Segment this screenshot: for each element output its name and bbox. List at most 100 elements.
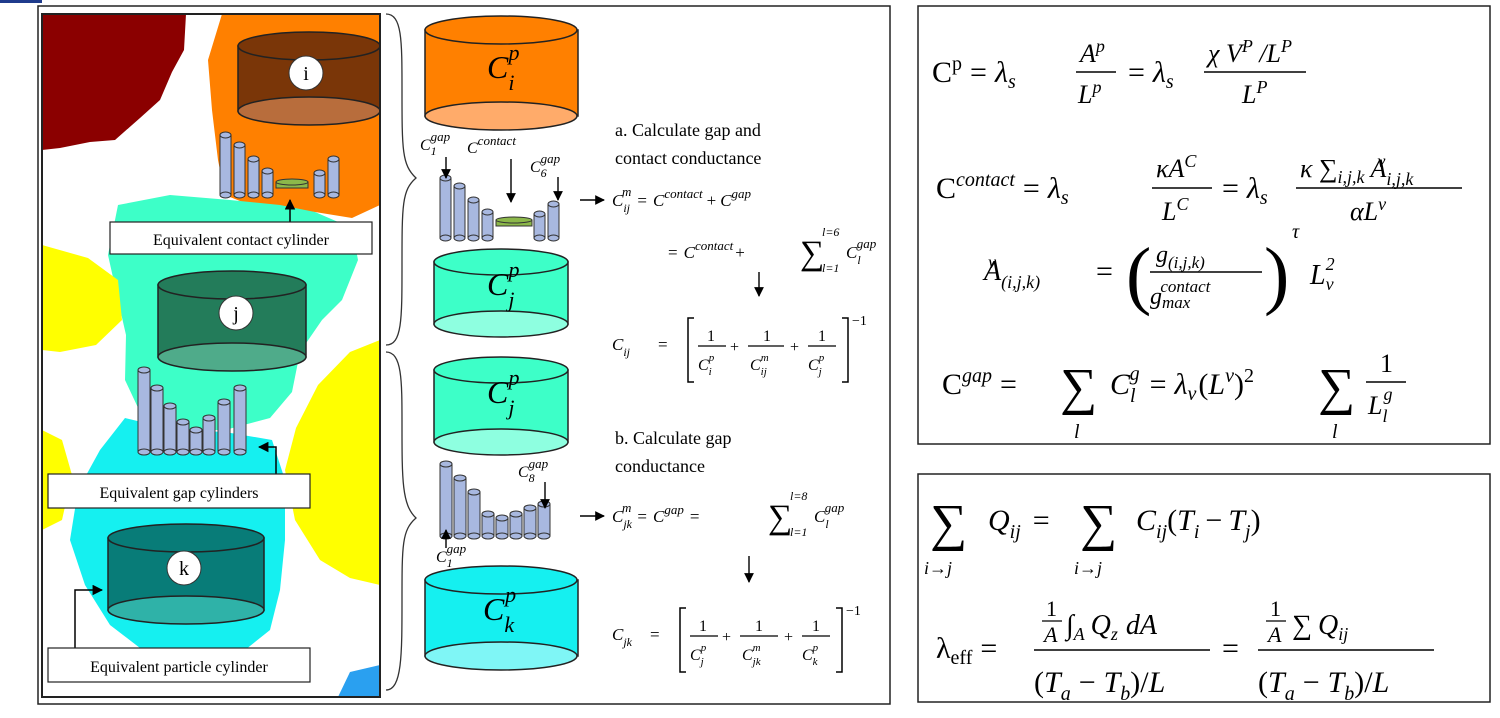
mid-gap-cyl-ij-6 [547,200,560,242]
svg-text:∑: ∑ [800,235,824,272]
svg-text:Cjp: Cjp [690,642,707,668]
particle-label-i: i [303,63,309,85]
right-top-box [917,5,1491,445]
svg-text:A(i,j,k)v: A(i,j,k)v [982,252,1040,293]
svg-text:∑: ∑ [1060,359,1097,416]
svg-text:Cjkm=Cgap=: Cjkm=Cgap= [612,500,699,531]
svg-text:i→j: i→j [924,558,952,578]
svg-text:∑: ∑ [1080,495,1117,552]
map-gap-cyl-jk-1 [137,366,151,456]
mid-gap-cyl-ij-5 [533,210,546,242]
map-gap-cyl-jk-7 [217,398,231,456]
map-gap-cyl-ij-3 [247,155,260,199]
map-gap-cyl-ij-2 [233,141,246,199]
particle-cylinder-callout: Equivalent particle cylinder [47,584,311,683]
map-gap-cylinders-ij [219,131,340,199]
svg-text:−1: −1 [846,604,861,619]
svg-text:χ VP /LP: χ VP /LP [1205,36,1292,68]
mid-gap-cyl-ij-1 [439,174,452,242]
mid-gap-cyl-jk-5 [495,514,509,540]
map-gap-cyl-jk-3 [163,402,177,456]
svg-text:l=1: l=1 [790,525,807,539]
svg-text:Clg=λv(Lv)2: Clg=λv(Lv)2 [1110,363,1254,407]
svg-text:λeff=: λeff= [936,632,997,669]
svg-text:LP: LP [1241,77,1267,109]
lab-c8-gap: C8gap [518,456,549,485]
mid-gap-cyl-jk-8 [537,500,551,540]
particle-label-j: j [232,303,239,325]
svg-text:=λs: =λs [1222,172,1268,209]
svg-text:Cij: Cij [612,335,631,359]
brace-bottom [385,351,417,691]
svg-text:+: + [722,629,731,646]
svg-text:κ ∑i,j,kAi,j,kv: κ ∑i,j,kAi,j,kv [1300,151,1414,189]
svg-text:Ckp: Ckp [802,642,819,668]
mid-gap-cyl-ij-2 [453,182,466,242]
left-panel-frame [37,5,891,705]
corner-accent [0,0,42,3]
eq-sum-q: ∑ i→j Qij= ∑ i→j Cij(Ti−Tj) [924,495,1261,578]
lab-c1-gap: C1gap [420,129,451,158]
svg-text:∑: ∑ [1318,359,1355,416]
svg-text:l=1: l=1 [822,261,839,275]
eq-cm-ij: Cijm=Ccontact+Cgap [612,184,752,215]
svg-text:(: ( [1126,233,1151,317]
svg-text:l: l [1074,421,1080,443]
eq-c-jk: Cjk = −1 1 Cjp + 1 Cjkm + 1 Ckp [612,604,861,673]
brace-top [385,13,417,346]
yellow-particle-right [285,340,380,585]
map-gap-cylinders-jk [137,366,247,456]
svg-text:=: = [1222,632,1239,665]
svg-text:l=8: l=8 [790,489,807,503]
blue-particle-corner [338,665,380,697]
mid-gap-cyl-jk-3 [467,488,481,540]
svg-text:1: 1 [755,618,763,635]
middle-cylinder-i [424,15,579,131]
eq-cgap: Cgap= ∑ l Clg=λv(Lv)2 ∑ l 1 Llg [942,349,1406,443]
svg-text:Ccontact=λs: Ccontact=λs [936,169,1069,209]
svg-text:1: 1 [699,618,707,635]
svg-text:Clgap: Clgap [814,500,845,531]
particle-cylinder-label: Equivalent particle cylinder [90,659,268,676]
particle-map [42,14,380,697]
dark-red-particle [42,14,186,150]
svg-text:Llg: Llg [1367,384,1392,426]
svg-text:(Ta−Tb)/L: (Ta−Tb)/L [1258,666,1389,705]
svg-text:LC: LC [1161,194,1189,226]
map-gap-cyl-jk-2 [150,384,164,456]
map-gap-cyl-jk-5 [189,426,203,456]
svg-text:1: 1 [1270,596,1281,621]
svg-text:1: 1 [812,618,820,635]
svg-text:1: 1 [818,328,826,345]
gap-cylinders-label: Equivalent gap cylinders [99,485,258,502]
eq-av: A(i,j,k)v = ( g(i,j,k) gmaxcontact ) τ L… [982,221,1335,317]
mid-gap-cyl-ij-4 [481,208,494,242]
particle-label-k: k [179,558,189,580]
mid-gap-cyl-jk-4 [481,510,495,540]
eq-cm-ij-sum: =Ccontact+ ∑ l=6 l=1 Clgap [668,225,877,275]
svg-text:1: 1 [707,328,715,345]
svg-text:Cij(Ti−Tj): Cij(Ti−Tj) [1136,504,1261,543]
svg-text:l: l [1332,421,1338,443]
svg-text:Lv2: Lv2 [1309,254,1335,294]
svg-text:Cjp: Cjp [808,352,825,378]
svg-text:Qij=: Qij= [988,504,1050,543]
middle-cylinder-k [424,565,579,671]
svg-text:1: 1 [763,328,771,345]
svg-text:κAC: κAC [1156,151,1197,183]
svg-text:Cgap=: Cgap= [942,365,1017,401]
svg-text:+: + [784,629,793,646]
svg-text:∑: ∑ [930,495,967,552]
mid-gap-cyl-jk-7 [523,504,537,540]
mid-gap-cyl-jk-6 [509,510,523,540]
svg-text:∑Qij: ∑Qij [1292,610,1348,644]
svg-text:=: = [650,625,660,644]
lab-c1-gap-b: C1gap [436,541,467,570]
svg-text:Cp=λs: Cp=λs [932,53,1016,93]
svg-text:τ: τ [1292,221,1300,243]
middle-gap-cylinders-jk [439,460,551,540]
middle-cylinder-j2 [433,356,569,456]
map-gap-cyl-ij-5 [313,169,326,199]
contact-cylinder-label: Equivalent contact cylinder [153,232,330,249]
